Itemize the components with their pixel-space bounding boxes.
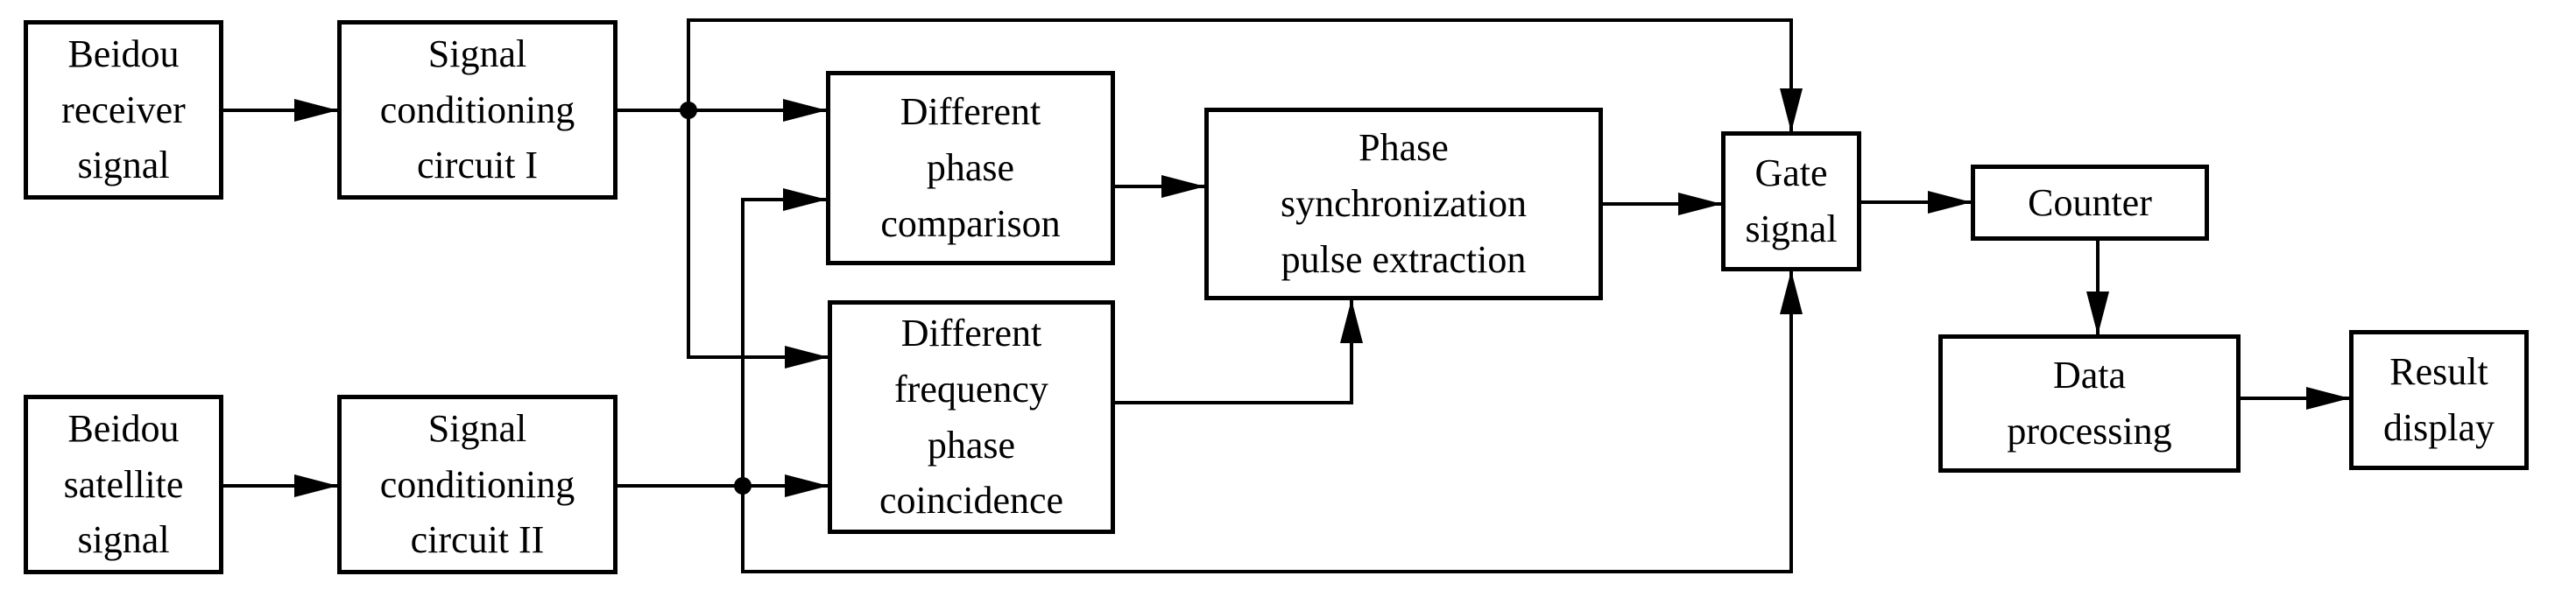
edge-circuit1-branch-to-frequency [687, 110, 829, 369]
node-gate-signal: Gate signal [1721, 131, 1861, 271]
node-counter: Counter [1971, 165, 2209, 241]
node-data-processing: Data processing [1938, 334, 2241, 473]
edge-circuit2-branch-to-comparison [741, 188, 827, 486]
edge-circuit2-branch-bottom-to-gate [741, 270, 1803, 573]
node-signal-conditioning-circuit-1: Signal conditioning circuit I [337, 20, 618, 200]
node-signal-conditioning-circuit-2: Signal conditioning circuit II [337, 395, 618, 574]
node-beidou-receiver-signal: Beidou receiver signal [24, 20, 223, 200]
node-different-phase-comparison: Different phase comparison [826, 71, 1115, 265]
edge-circuit1-branch-top-to-gate [687, 18, 1803, 132]
edge-frequency-to-phasesync [1115, 299, 1363, 404]
node-different-frequency-phase-coincidence: Different frequency phase coincidence [828, 300, 1115, 534]
junction-circuit2-output [734, 477, 752, 495]
node-result-display: Result display [2349, 330, 2529, 470]
node-phase-synchronization-pulse-extraction: Phase synchronization pulse extraction [1204, 108, 1603, 300]
junction-circuit1-output [680, 102, 697, 119]
node-beidou-satellite-signal: Beidou satellite signal [24, 395, 223, 574]
